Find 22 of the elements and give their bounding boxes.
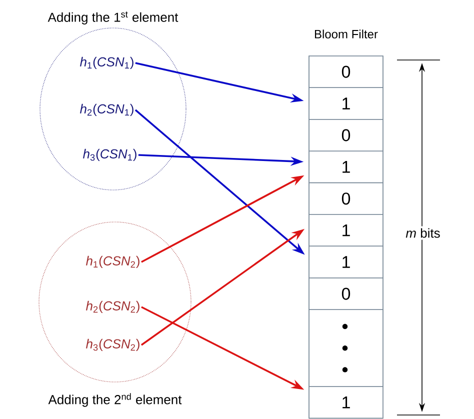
bit-cell: 1: [308, 246, 384, 278]
hash-function: h$_{2}$(CSN$_{2}$): [86, 300, 140, 314]
hash-function: h$_{3}$(CSN$_{2}$): [86, 338, 140, 352]
bit-cell: 1: [308, 214, 384, 246]
hash-function: h$_{1}$(CSN$_{2}$): [86, 256, 140, 268]
bit-cell: 1: [308, 386, 384, 419]
bit-cell: 0: [308, 119, 384, 152]
bit-cell: 0: [308, 182, 384, 215]
group-heading: Adding the 2$^{nd}$ element: [48, 393, 182, 407]
dimension-label: m bits: [404, 226, 442, 240]
hash-function: h$_{1}$(CSN$_{1}$): [80, 56, 134, 70]
dotted-circle: [40, 28, 186, 190]
hash-function: h$_{3}$(CSN$_{1}$): [83, 148, 136, 162]
array-heading: Bloom Filter: [314, 30, 378, 38]
bit-cell: 1: [308, 87, 384, 120]
bit-cell: 0: [308, 56, 384, 88]
bit-cell: 1: [308, 150, 384, 184]
dotted-circle: [38, 222, 192, 382]
ellipsis-cell: [308, 309, 384, 387]
hash-function: h$_{2}$(CSN$_{1}$): [80, 104, 134, 116]
bit-cell: 0: [308, 278, 384, 310]
group-heading: Adding the 1$^{st}$ element: [48, 12, 178, 24]
